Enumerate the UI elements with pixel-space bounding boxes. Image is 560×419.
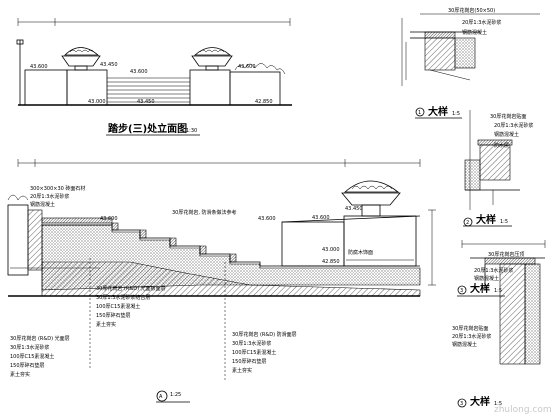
detail-title: 大样	[470, 282, 490, 295]
section-stairs	[111, 222, 420, 267]
elev-mark: 43.600	[258, 216, 276, 222]
detail-scale: 1:5	[452, 111, 460, 117]
elev-mark: 43.600	[238, 64, 256, 70]
detail-note: 钢筋混凝土	[474, 275, 499, 282]
detail-3: 30厚花岗岩压顶 20厚1:3水泥砂浆 钢筋混凝土 30厚花岗岩贴面 20厚1:…	[452, 240, 546, 408]
layer-note: 30厚1:3水泥砂浆	[10, 344, 49, 351]
elevation-title: 踏步(三)处立面图	[108, 122, 187, 135]
detail-note: 30厚花岗岩贴面	[452, 325, 488, 332]
layer-note: 30厚花岗岩 (R&D) 光面层	[10, 335, 70, 342]
detail-title: 大样	[428, 105, 448, 118]
planter-left	[61, 47, 101, 71]
layer-note: 150厚碎石垫层	[10, 362, 45, 369]
layer-note: 素土夯实	[232, 367, 252, 374]
detail-title: 大样	[470, 395, 490, 408]
bottom-notes-3: 30厚花岗岩 (R&D) 防滑面层 30厚1:3水泥砂浆 100厚C15素混凝土…	[232, 331, 297, 374]
layer-note: 30厚花岗岩 (R&D) 光面板面层	[96, 285, 166, 292]
detail-number: 3	[460, 401, 463, 407]
layer-note: 100厚C15素混凝土	[10, 353, 54, 360]
elevation-view: 43.600 43.450 43.600 43.600 43.000 43.45…	[16, 18, 292, 136]
section-view: 43.600 43.600 43.450 43.600 43.000 42.85…	[7, 159, 436, 403]
layer-note: 150厚碎石垫层	[96, 312, 131, 319]
section-note: 钢筋混凝土	[30, 201, 55, 208]
detail-scale: 1:5	[494, 288, 502, 294]
detail-note: 20厚1:3水泥砂浆	[452, 333, 491, 340]
section-note: 20厚1:3水泥砂浆	[30, 193, 69, 200]
elev-mark: 43.450	[100, 62, 118, 68]
elevation-stairs	[107, 77, 190, 103]
detail-scale: 1:5	[500, 219, 508, 225]
layer-note: 30厚1:3水泥砂浆结合层	[96, 294, 150, 301]
detail-scale: 1:5	[494, 401, 502, 407]
elev-mark: 43.600	[130, 69, 148, 75]
layer-note: 素土夯实	[96, 321, 116, 328]
elev-mark: 43.450	[137, 99, 155, 105]
detail-note: 20厚1:3水泥砂浆	[462, 19, 501, 26]
elev-mark: 43.000	[322, 247, 340, 253]
layer-note: 30厚1:3水泥砂浆	[232, 340, 271, 347]
watermark: zhulong.com	[494, 405, 552, 415]
section-note: 300×300×30 砖面石材	[30, 185, 85, 192]
layer-note: 100厚C15素混凝土	[96, 303, 140, 310]
layer-note: 100厚C15素混凝土	[232, 349, 276, 356]
elev-mark: 43.600	[30, 64, 48, 70]
section-number: A	[159, 394, 163, 400]
detail-2: 30厚花岗岩贴面 20厚1:3水泥砂浆 钢筋混凝土 防水层 2 大样 1:5	[463, 110, 533, 227]
bottom-notes-2: 30厚花岗岩 (R&D) 光面层 30厚1:3水泥砂浆 100厚C15素混凝土 …	[10, 335, 70, 378]
detail-note: 防水层	[494, 142, 509, 149]
layer-note: 30厚花岗岩 (R&D) 防滑面层	[232, 331, 297, 338]
elev-mark: 43.600	[312, 215, 330, 221]
planter-right	[191, 47, 233, 71]
bottom-notes-1: 30厚花岗岩 (R&D) 光面板面层 30厚1:3水泥砂浆结合层 100厚C15…	[10, 267, 166, 328]
detail-number: 2	[466, 220, 469, 226]
section-planter	[341, 180, 401, 217]
elev-mark: 42.850	[255, 99, 273, 105]
detail-note: 20厚1:3水泥砂浆	[474, 267, 513, 274]
detail-title: 大样	[476, 213, 496, 226]
detail-note: 20厚1:3水泥砂浆	[494, 122, 533, 129]
detail-note: 钢筋混凝土	[494, 131, 519, 138]
detail-note: 30厚花岗岩压顶	[488, 251, 524, 258]
elev-mark: 43.450	[345, 206, 363, 212]
detail-number: 1	[418, 110, 421, 116]
detail-number: 3	[460, 288, 463, 294]
layer-note: 150厚碎石垫层	[232, 358, 267, 365]
elevation-scale: 1:30	[186, 128, 197, 134]
wall-note: 防腐木饰面	[348, 249, 373, 256]
detail-note: 钢筋混凝土	[452, 341, 477, 348]
detail-note: 30厚花岗岩贴面	[490, 113, 526, 120]
elev-mark: 43.000	[88, 99, 106, 105]
detail-note: 30厚花岗岩(50×50)	[448, 7, 495, 14]
detail-1: 30厚花岗岩(50×50) 20厚1:3水泥砂浆 钢筋混凝土 1 大样 1:5	[401, 7, 540, 119]
elev-mark: 43.600	[100, 216, 118, 222]
detail-note: 钢筋混凝土	[462, 29, 487, 36]
elev-mark: 42.850	[322, 259, 340, 265]
layer-note: 素土夯实	[10, 371, 30, 378]
section-scale: 1:25	[170, 392, 181, 398]
step-note: 30厚花岗岩, 防滑条做法参考	[172, 209, 237, 216]
